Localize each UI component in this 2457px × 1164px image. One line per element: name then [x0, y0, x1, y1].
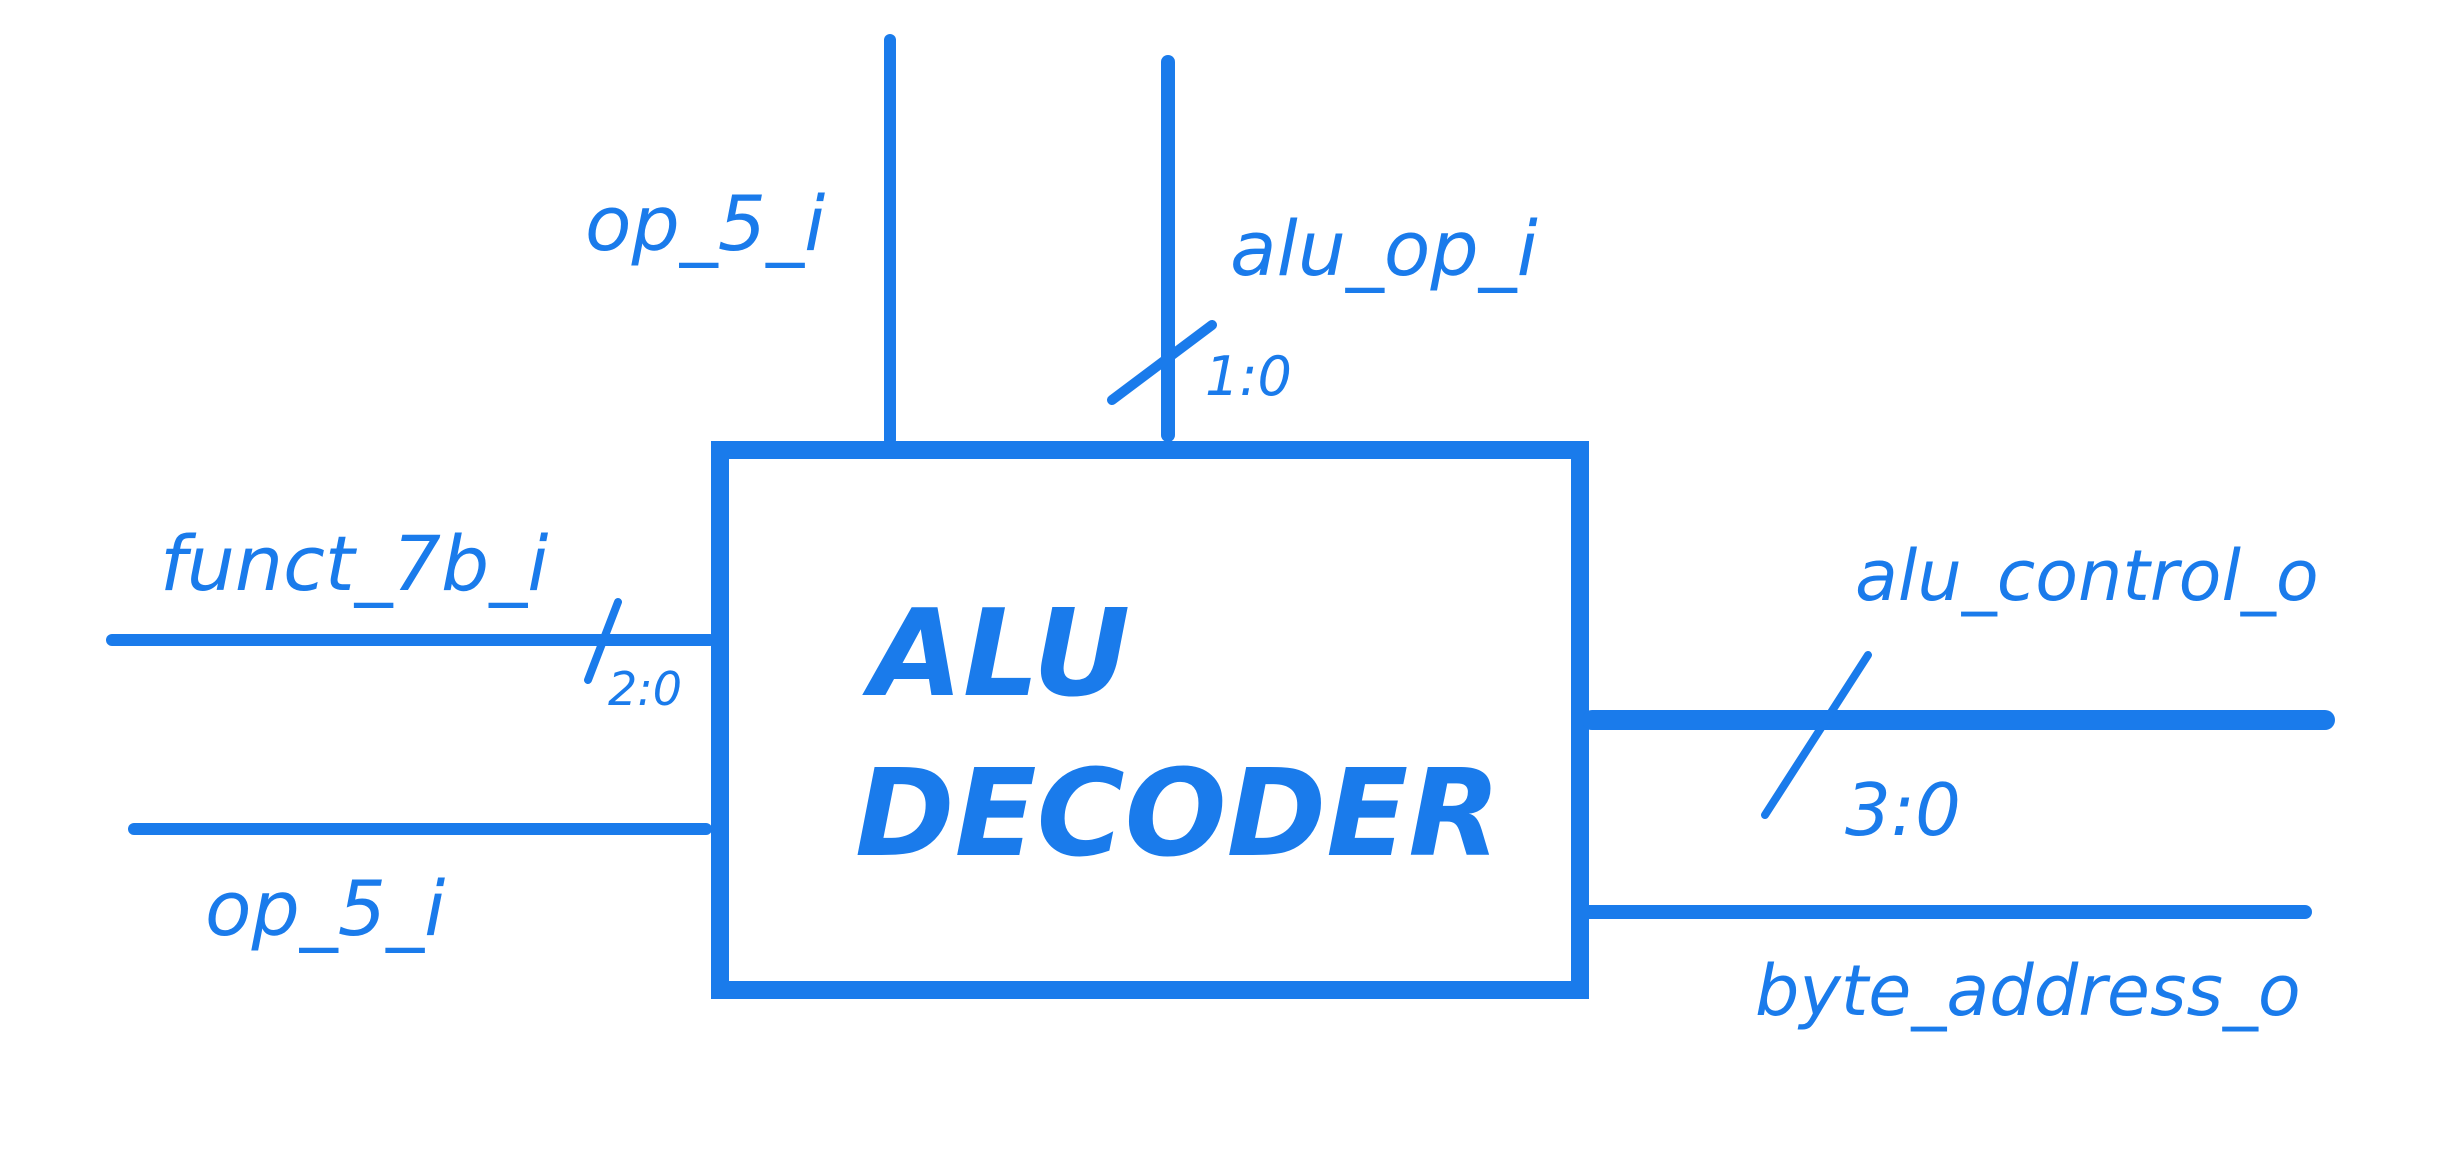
- op5-top-input-label: op_5_i: [585, 179, 825, 268]
- byte-address-output-label: byte_address_o: [1755, 950, 2301, 1032]
- alu-control-output-label: alu_control_o: [1855, 535, 2319, 617]
- alu-control-bus-width: 3:0: [1845, 768, 1961, 852]
- alu-op-input-label: alu_op_i: [1230, 204, 1538, 293]
- funct7b-bus-slash: [584, 598, 622, 684]
- alu-op-bus-slash: [1107, 320, 1217, 405]
- block-title-line1: ALU: [862, 585, 1130, 724]
- alu-control-bus-slash: [1761, 651, 1872, 819]
- op5-left-input-label: op_5_i: [205, 864, 445, 953]
- funct7b-input-label: funct_7b_i: [160, 519, 548, 608]
- block-title-line2: DECODER: [855, 745, 1501, 884]
- funct7b-bus-width: 2:0: [608, 662, 682, 716]
- alu-op-bus-width: 1:0: [1205, 345, 1292, 408]
- alu-decoder-block: [711, 441, 1589, 999]
